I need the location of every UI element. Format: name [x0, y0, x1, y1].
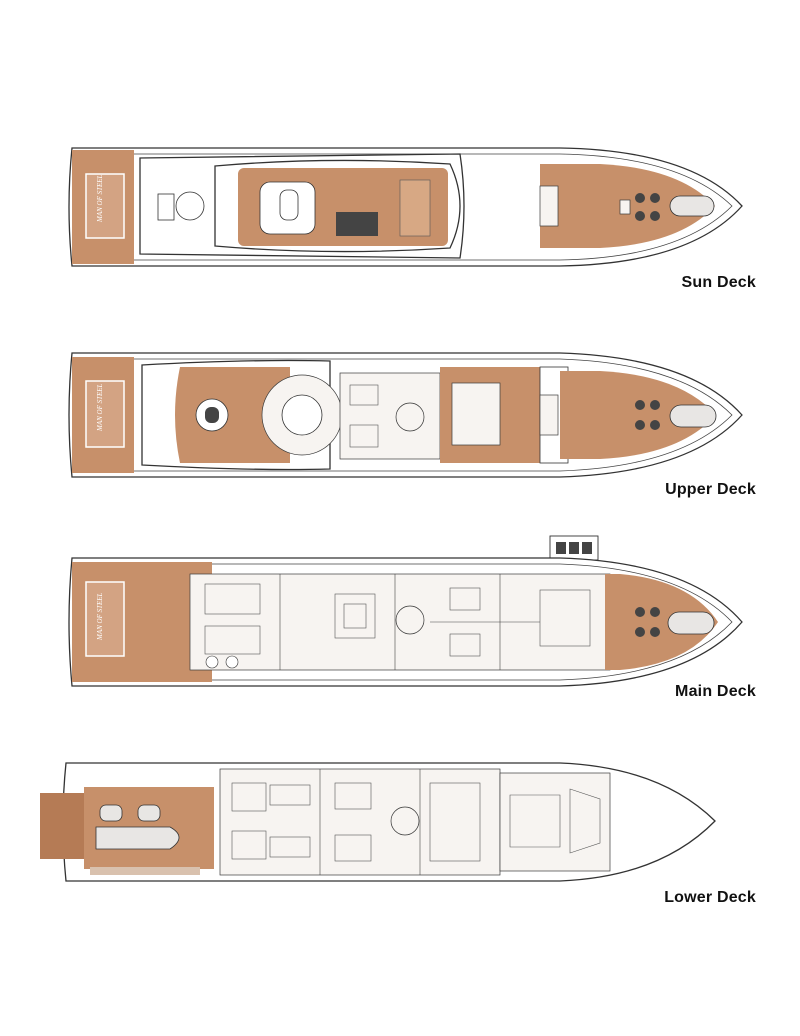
upper-deck-tender: [669, 404, 717, 428]
main-deck-drawing: MAN OF STEEL: [68, 535, 743, 687]
main-deck-logo: MAN OF STEEL: [96, 592, 104, 641]
lower-deck-tender: [95, 826, 180, 850]
lower-deck-swim-platform: [40, 793, 84, 859]
sun-deck-drawing: MAN OF STEEL: [68, 147, 743, 267]
sun-deck-spa-pool: [336, 212, 378, 236]
main-deck-plan: MAN OF STEEL Main Deck: [0, 530, 800, 710]
lower-deck-label: Lower Deck: [664, 889, 756, 906]
upper-deck-fore-teak: [560, 371, 716, 459]
upper-deck-drawing: MAN OF STEEL: [68, 352, 743, 478]
sun-deck-plan: MAN OF STEEL Sun Deck: [0, 140, 800, 300]
sun-deck-logo: MAN OF STEEL: [96, 174, 104, 223]
upper-deck-aft-teak: [175, 367, 290, 463]
upper-deck-plan: MAN OF STEEL Upper Deck: [0, 345, 800, 505]
sun-deck-label: Sun Deck: [681, 274, 756, 291]
upper-deck-interior: [339, 372, 441, 460]
lower-deck-plan: Lower Deck: [0, 755, 800, 915]
lower-deck-drawing: [40, 762, 716, 882]
upper-deck-label: Upper Deck: [665, 481, 756, 498]
main-deck-fore-teak: [605, 574, 718, 670]
lower-deck-interior: [219, 768, 501, 876]
main-deck-label: Main Deck: [675, 683, 756, 700]
main-deck-interior: [189, 573, 611, 671]
upper-deck-logo: MAN OF STEEL: [96, 383, 104, 432]
main-deck-tender: [667, 611, 715, 635]
sun-deck-tender: [669, 195, 715, 217]
